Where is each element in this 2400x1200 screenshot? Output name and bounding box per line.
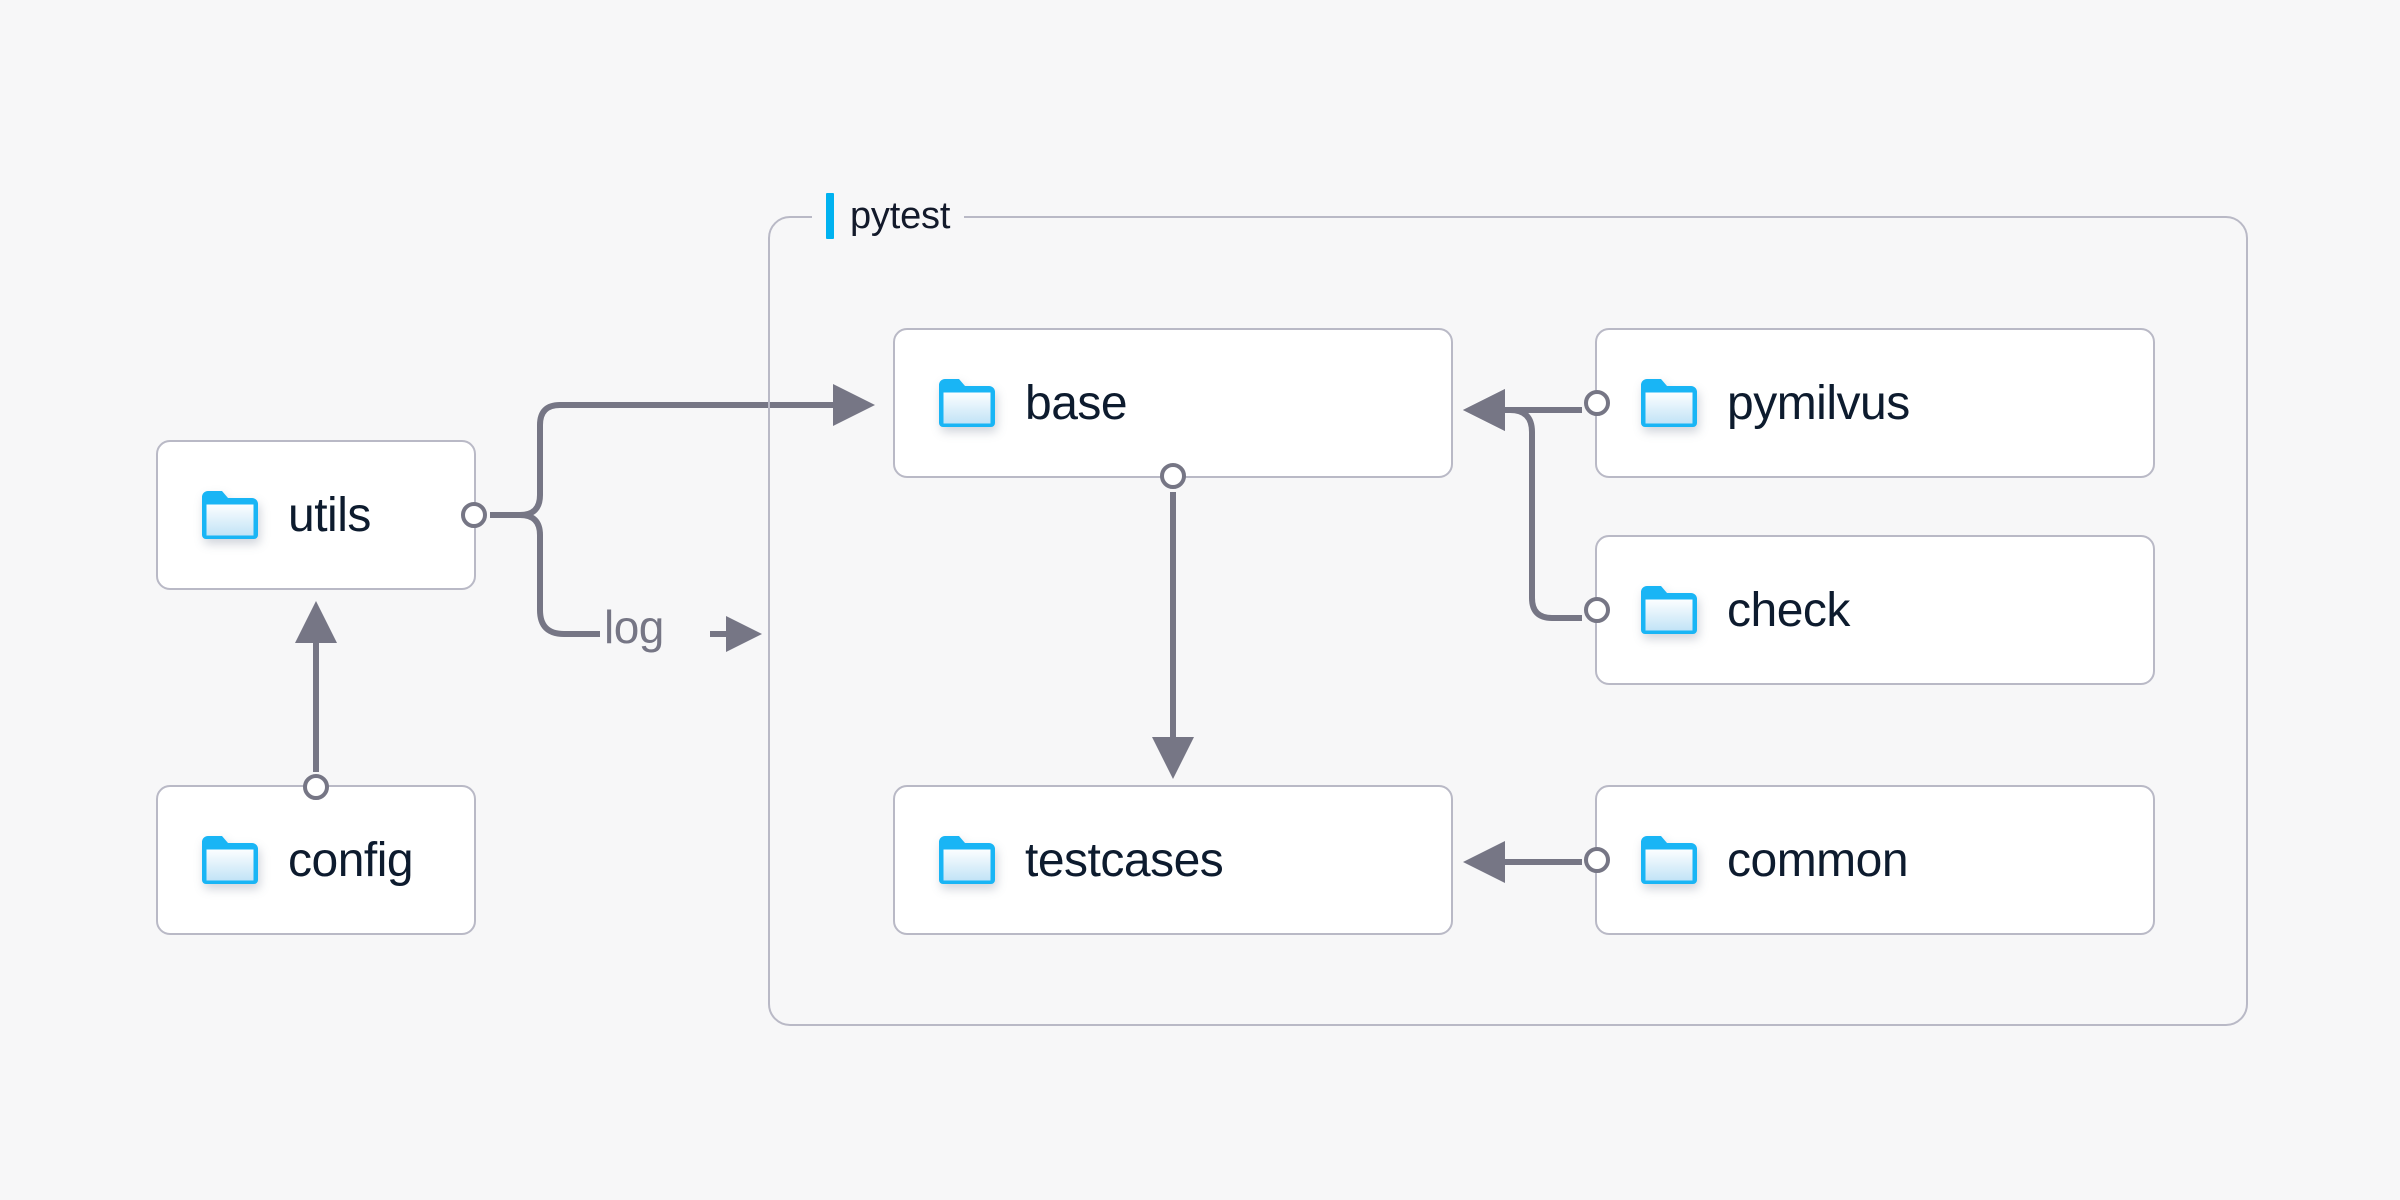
node-check-label: check: [1727, 583, 1850, 637]
node-common-label: common: [1727, 833, 1909, 887]
handle-base-bottom[interactable]: [1160, 463, 1186, 489]
handle-pymilvus-left[interactable]: [1584, 390, 1610, 416]
edge-label-log: log: [604, 601, 664, 653]
handle-common-left[interactable]: [1584, 847, 1610, 873]
node-testcases[interactable]: testcases: [893, 785, 1453, 935]
node-base[interactable]: base: [893, 328, 1453, 489]
group-pytest-label-text: pytest: [850, 195, 951, 237]
node-common[interactable]: common: [1584, 785, 2155, 935]
folder-icon: [937, 834, 997, 886]
folder-icon: [1639, 834, 1699, 886]
node-check[interactable]: check: [1584, 535, 2155, 685]
handle-utils-right[interactable]: [461, 502, 487, 528]
node-pymilvus[interactable]: pymilvus: [1584, 328, 2155, 478]
group-pytest-label: pytest: [812, 193, 965, 239]
node-config[interactable]: config: [156, 774, 476, 935]
accent-bar-icon: [826, 193, 834, 239]
handle-config-top[interactable]: [303, 774, 329, 800]
edge-utils-log: [490, 512, 600, 637]
node-testcases-label: testcases: [1025, 833, 1224, 887]
group-pytest[interactable]: [768, 216, 2248, 1026]
node-pymilvus-label: pymilvus: [1727, 376, 1910, 430]
handle-check-left[interactable]: [1584, 597, 1610, 623]
folder-icon: [1639, 377, 1699, 429]
node-utils-label: utils: [288, 488, 371, 542]
folder-icon: [1639, 584, 1699, 636]
node-config-label: config: [288, 833, 414, 887]
folder-icon: [937, 377, 997, 429]
folder-icon: [200, 489, 260, 541]
node-utils[interactable]: utils: [156, 440, 487, 590]
folder-icon: [200, 834, 260, 886]
node-base-label: base: [1025, 376, 1128, 430]
